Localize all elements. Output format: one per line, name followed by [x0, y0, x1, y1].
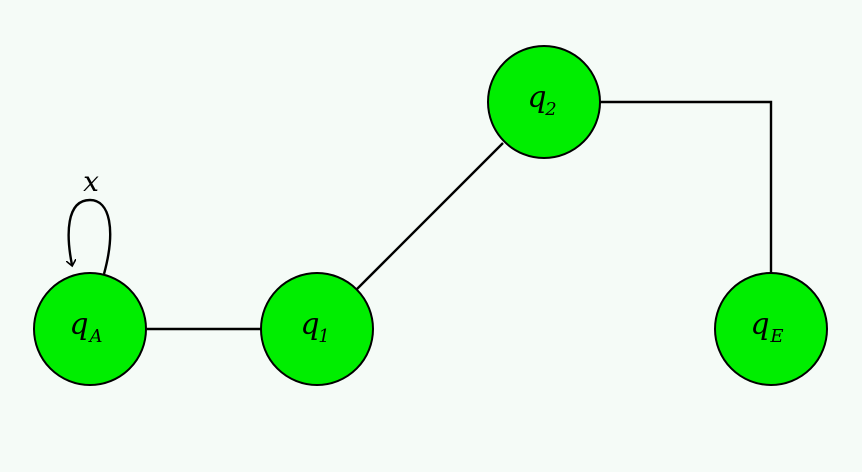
state-circle — [33, 272, 147, 386]
state-label-sub: A — [88, 326, 103, 347]
state-label-main: q — [300, 307, 319, 342]
edge-q1-q2 — [356, 142, 504, 290]
self-loop-label: x — [83, 165, 99, 198]
state-circle — [714, 272, 828, 386]
state-node-qA: q A — [33, 272, 147, 386]
state-node-qE: q E — [714, 272, 828, 386]
state-circle — [487, 45, 601, 159]
state-node-q2: q 2 — [487, 45, 601, 159]
self-loop-qA — [69, 198, 112, 275]
state-node-q1: q 1 — [260, 272, 374, 386]
state-label-main: q — [69, 307, 88, 342]
state-label-sub: 1 — [318, 326, 329, 347]
edge-q2-qE — [600, 100, 773, 273]
state-label-sub: E — [769, 326, 783, 347]
state-label-main: q — [527, 80, 546, 115]
state-label-sub: 2 — [544, 99, 556, 120]
state-circle — [260, 272, 374, 386]
state-label-main: q — [750, 307, 769, 342]
